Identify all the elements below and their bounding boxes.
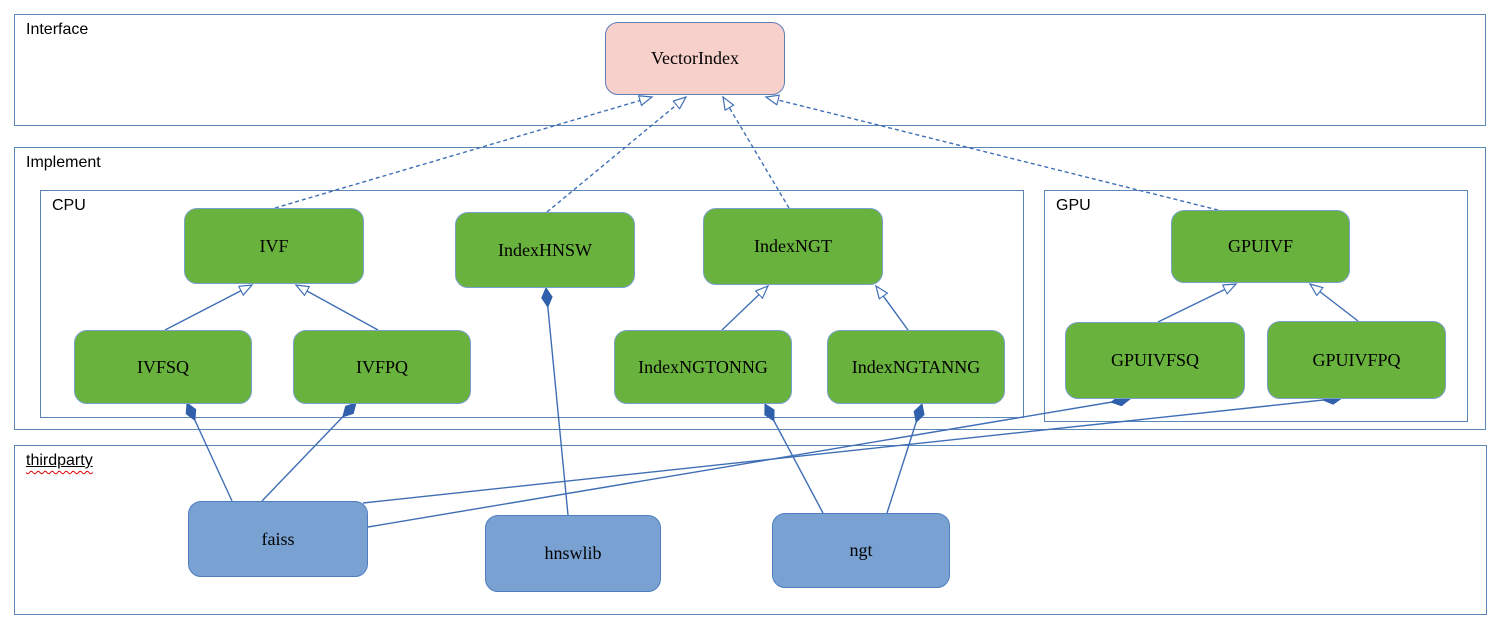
node-vectorindex[interactable]: VectorIndex <box>605 22 785 95</box>
node-indexngtanng[interactable]: IndexNGTANNG <box>827 330 1005 404</box>
container-gpu[interactable]: GPU <box>1044 190 1468 422</box>
edge-composition-gpuivfpq-faiss <box>362 398 1342 504</box>
container-gpu-label: GPU <box>1056 197 1091 214</box>
edge-generalization-gpuivfsq-gpuivf <box>1157 284 1236 323</box>
container-interface-label: Interface <box>26 21 89 38</box>
container-interface[interactable]: Interface <box>14 14 1486 126</box>
edge-composition-indexngtanng-ngt <box>886 404 922 514</box>
node-hnswlib-label: hnswlib <box>544 543 602 563</box>
container-implement[interactable]: Implement <box>14 147 1486 430</box>
node-ivf[interactable]: IVF <box>184 208 364 284</box>
node-indexhnsw-label: IndexHNSW <box>498 239 592 260</box>
container-cpu[interactable]: CPU <box>40 190 1024 418</box>
node-gpuivfsq-label: GPUIVFSQ <box>1110 350 1200 370</box>
node-indexngtanng-label: IndexNGTANNG <box>851 356 981 377</box>
edge-generalization-ivfpq-ivf <box>296 285 379 331</box>
edge-composition-indexngtonng-ngt <box>765 404 824 514</box>
edge-composition-ivfpq-faiss <box>261 403 356 502</box>
node-indexngtonng-label: IndexNGTONNG <box>638 356 768 377</box>
edge-composition-gpuivfsq-faiss <box>367 399 1130 528</box>
node-gpuivf-label: GPUIVF <box>1227 236 1293 256</box>
container-thirdparty-label: thirdparty <box>26 452 93 470</box>
node-indexngt-label: IndexNGT <box>754 236 832 256</box>
node-ivf-label: IVF <box>259 235 289 256</box>
edge-realization-indexhnsw-vectorindex <box>546 97 686 213</box>
edge-generalization-gpuivfpq-gpuivf <box>1310 284 1359 322</box>
edge-generalization-ivfsq-ivf <box>164 285 252 331</box>
node-faiss[interactable]: faiss <box>188 501 368 577</box>
node-ngt[interactable]: ngt <box>772 513 950 588</box>
container-implement-label: Implement <box>26 154 101 171</box>
node-ivfpq[interactable]: IVFPQ <box>293 330 471 404</box>
node-ivfsq[interactable]: IVFSQ <box>74 330 252 404</box>
edge-generalization-indexngtonng-indexngt <box>721 286 768 331</box>
edge-realization-ivf-vectorindex <box>274 97 652 209</box>
node-indexngt[interactable]: IndexNGT <box>703 208 883 285</box>
node-indexhnsw[interactable]: IndexHNSW <box>455 212 635 288</box>
node-hnswlib[interactable]: hnswlib <box>485 515 661 592</box>
edge-composition-ivfsq-faiss <box>187 403 233 502</box>
node-gpuivf[interactable]: GPUIVF <box>1171 210 1350 283</box>
container-cpu-label: CPU <box>52 197 86 214</box>
node-vectorindex-label: VectorIndex <box>651 48 739 68</box>
edge-composition-indexhnsw-hnswlib <box>546 288 569 516</box>
edge-realization-indexngt-vectorindex <box>723 97 790 209</box>
node-faiss-label: faiss <box>261 528 295 549</box>
container-thirdparty[interactable]: thirdparty <box>14 445 1487 615</box>
node-gpuivfpq-label: GPUIVFPQ <box>1312 349 1401 370</box>
node-gpuivfsq[interactable]: GPUIVFSQ <box>1065 322 1245 399</box>
node-gpuivfpq[interactable]: GPUIVFPQ <box>1267 321 1446 399</box>
node-ivfsq-label: IVFSQ <box>136 356 189 377</box>
edge-realization-gpuivf-vectorindex <box>766 97 1219 211</box>
edge-generalization-indexngtanng-indexngt <box>876 286 909 331</box>
node-ivfpq-label: IVFPQ <box>355 356 408 377</box>
node-ngt-label: ngt <box>849 540 873 560</box>
thirdparty-misspelling-squiggle: thirdparty <box>26 452 93 469</box>
node-indexngtonng[interactable]: IndexNGTONNG <box>614 330 792 404</box>
